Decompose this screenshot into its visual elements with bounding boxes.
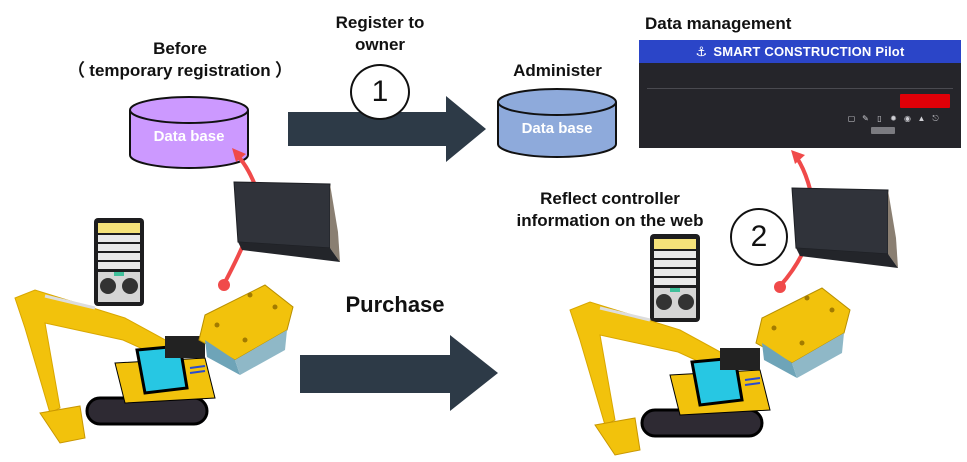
settings-icon[interactable]: ✹ bbox=[890, 114, 897, 123]
excavator-left bbox=[14, 289, 216, 444]
purchase-label: Purchase bbox=[345, 292, 445, 317]
warning-icon[interactable]: ▲ bbox=[917, 114, 926, 123]
tablet-right bbox=[650, 234, 700, 322]
laptop-left bbox=[233, 181, 340, 262]
temporary-database: Data base bbox=[128, 95, 250, 171]
administer-label: Administer bbox=[513, 61, 602, 80]
register-label-line2: owner bbox=[354, 35, 406, 54]
register-label-line1: Register to bbox=[335, 13, 425, 32]
toolbar-icons: ▢ ✎ ▯ ✹ ◉ ▲ ⎋ bbox=[847, 114, 940, 123]
alert-indicator bbox=[900, 94, 950, 108]
purchase-arrow-icon bbox=[300, 335, 498, 411]
laptop-right bbox=[791, 187, 898, 268]
step-2-badge: 2 bbox=[730, 208, 788, 266]
step-1-badge: 1 bbox=[350, 64, 410, 120]
device-icon[interactable]: ▯ bbox=[877, 114, 882, 123]
divider bbox=[647, 88, 953, 89]
excavator-arm-icon: ⚓ bbox=[695, 43, 708, 59]
data-management-label: Data management bbox=[645, 14, 792, 33]
administer-database-label: Data base bbox=[521, 120, 593, 137]
web-app-screenshot: ⚓ SMART CONSTRUCTION Pilot ▢ ✎ ▯ ✹ ◉ ▲ ⎋ bbox=[639, 40, 961, 148]
tablet-icon[interactable]: ▢ bbox=[847, 114, 856, 123]
register-arrow-icon bbox=[288, 96, 486, 162]
reflect-label-line1: Reflect controller bbox=[540, 189, 680, 208]
wrench-icon[interactable]: ✎ bbox=[862, 114, 869, 123]
administer-database: Data base bbox=[496, 88, 618, 160]
database-cylinder-icon bbox=[129, 96, 249, 169]
before-label: Before bbox=[153, 39, 207, 58]
temporary-database-label: Data base bbox=[153, 128, 225, 145]
database-cylinder-icon bbox=[497, 88, 617, 158]
reflect-label-line2: information on the web bbox=[516, 211, 704, 230]
upload-icon[interactable]: ⎋ bbox=[932, 114, 939, 123]
controller-right bbox=[755, 287, 851, 378]
target-icon[interactable]: ◉ bbox=[904, 114, 911, 123]
temporary-registration-label: （ temporary registration ） bbox=[67, 61, 293, 80]
web-app-title: SMART CONSTRUCTION Pilot bbox=[713, 44, 905, 59]
tablet-left bbox=[94, 218, 144, 306]
web-app-button[interactable] bbox=[871, 127, 895, 134]
web-app-header: ⚓ SMART CONSTRUCTION Pilot bbox=[639, 40, 961, 63]
excavator-right bbox=[569, 301, 771, 456]
controller-left bbox=[198, 284, 294, 375]
